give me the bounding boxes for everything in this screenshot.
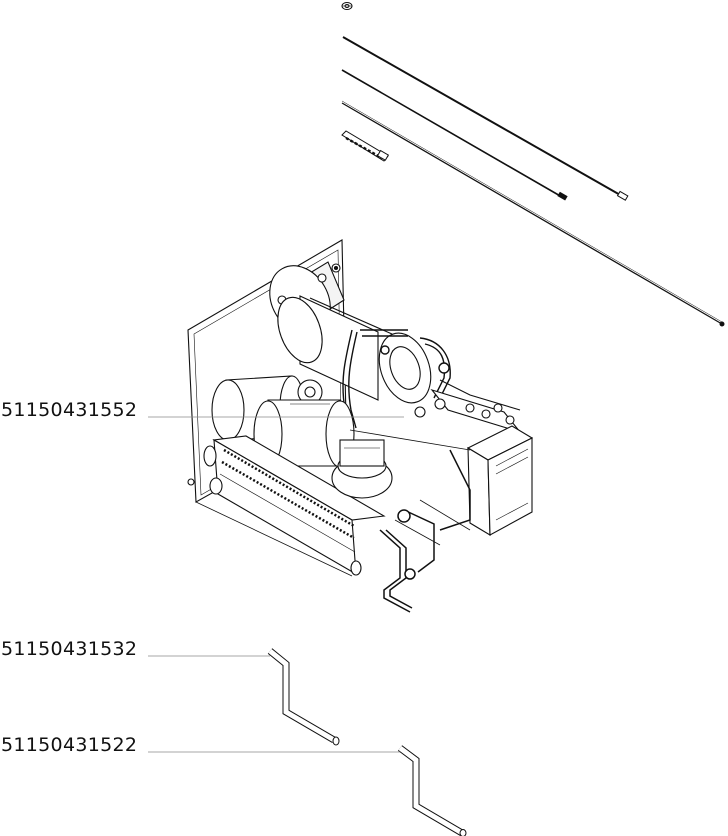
small-nut-part[interactable] xyxy=(341,2,353,10)
boiler-cylinder xyxy=(277,295,432,404)
sensor-wire-part[interactable] xyxy=(341,69,568,201)
leader-lines xyxy=(148,416,404,753)
valve-block xyxy=(414,379,522,434)
compressor xyxy=(331,439,393,499)
bent-tube-51150431532[interactable] xyxy=(267,648,340,746)
long-probe-cable-part[interactable] xyxy=(342,36,629,201)
callout-label-51150431552[interactable]: 51150431552 xyxy=(1,399,138,421)
main-unit-assembly[interactable] xyxy=(187,239,534,613)
bent-tube-51150431522[interactable] xyxy=(397,745,467,836)
discharge-pipe xyxy=(379,449,471,613)
storage-tank xyxy=(253,399,355,468)
heating-strip-part[interactable] xyxy=(341,130,390,162)
capillary-tube-part[interactable] xyxy=(341,100,725,327)
callout-label-51150431522[interactable]: 51150431522 xyxy=(1,734,138,756)
callout-label-51150431532[interactable]: 51150431532 xyxy=(1,638,138,660)
condenser-coil xyxy=(203,435,386,576)
loose-hardware-group xyxy=(341,2,725,327)
chassis-frame xyxy=(195,429,471,577)
electrical-box xyxy=(466,425,534,536)
